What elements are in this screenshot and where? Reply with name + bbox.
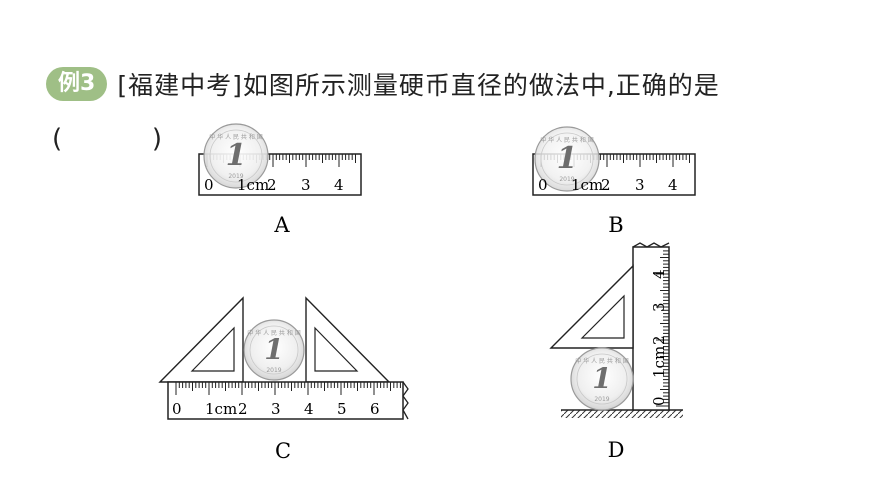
ruler-b-mark-4: 4 (668, 176, 678, 194)
option-label-d: D (608, 438, 625, 462)
ruler-d-ticks (656, 250, 669, 407)
ruler-a-mark-1: 1cm (237, 176, 269, 194)
ruler-a-mark-2: 2 (267, 176, 277, 194)
ruler-d-mark-1: 1cm (650, 346, 668, 378)
coin-rim-text: 中 华 人 民 共 和 国 (540, 136, 593, 144)
figure-c[interactable]: 1 中 华 人 民 共 和 国 2019 0 1cm 2 3 4 5 6 C (158, 296, 409, 463)
coin-value: 1 (226, 138, 247, 173)
ruler-c-mark-0: 0 (172, 400, 182, 418)
coin-c: 1 中 华 人 民 共 和 国 2019 (243, 319, 305, 381)
coin-year: 2019 (594, 396, 609, 403)
option-label-b: B (608, 213, 623, 237)
option-label-c: C (275, 439, 291, 463)
question-header: 例3 [福建中考]如图所示测量硬币直径的做法中,正确的是 (46, 64, 720, 104)
option-label-a: A (273, 213, 290, 237)
figure-b[interactable]: 1 中 华 人 民 共 和 国 2019 0 1cm 2 3 4 B (532, 126, 696, 237)
ruler-d-mark-2: 2 (650, 335, 668, 345)
ruler-b-mark-2: 2 (601, 176, 611, 194)
ruler-d-mark-3: 3 (650, 302, 668, 312)
ruler-b-mark-1: 1cm (571, 176, 603, 194)
example-badge: 例3 (46, 67, 108, 101)
coin-rim-text: 中 华 人 民 共 和 国 (575, 357, 628, 365)
coin-year: 2019 (559, 176, 574, 183)
ruler-c-mark-2: 2 (238, 400, 248, 418)
coin-b: 1 中 华 人 民 共 和 国 2019 (534, 126, 600, 192)
ruler-c-mark-1: 1cm (205, 400, 237, 418)
ruler-d-mark-0: 0 (650, 396, 668, 406)
figure-a[interactable]: 1 中 华 人 民 共 和 国 2019 0 1cm 2 3 4 A (198, 123, 362, 237)
coin-value: 1 (264, 333, 283, 366)
ground-hatch (561, 410, 683, 418)
ruler-b-mark-0: 0 (538, 176, 548, 194)
ruler-d-mark-4: 4 (650, 269, 668, 279)
coin-rim-text: 中 华 人 民 共 和 国 (247, 329, 300, 337)
ruler-a-mark-3: 3 (301, 176, 311, 194)
coin-rim-text: 中 华 人 民 共 和 国 (209, 133, 262, 141)
question-text: [福建中考]如图所示测量硬币直径的做法中,正确的是 (117, 71, 720, 100)
ruler-b-mark-3: 3 (635, 176, 645, 194)
ruler-c-mark-5: 5 (337, 400, 347, 418)
answer-blank[interactable]: ( ) (52, 124, 162, 154)
coin-year: 2019 (228, 173, 243, 180)
ruler-c (167, 381, 404, 420)
ruler-c-mark-6: 6 (370, 400, 380, 418)
paren-open: ( (52, 124, 63, 154)
ruler-c-mark-3: 3 (271, 400, 281, 418)
coin-d: 1 中 华 人 民 共 和 国 2019 (570, 347, 634, 411)
ruler-a-mark-0: 0 (204, 176, 214, 194)
coin-a: 1 中 华 人 民 共 和 国 2019 (203, 123, 269, 189)
ruler-c-mark-4: 4 (304, 400, 314, 418)
coin-value: 1 (557, 141, 578, 176)
ruler-c-ticks (175, 382, 401, 395)
paren-close: ) (151, 124, 162, 154)
figure-d[interactable]: 1 中 华 人 民 共 和 国 2019 0 1cm 2 3 4 D (549, 242, 683, 462)
coin-value: 1 (592, 362, 611, 395)
ruler-a-mark-4: 4 (334, 176, 344, 194)
coin-year: 2019 (266, 367, 281, 374)
